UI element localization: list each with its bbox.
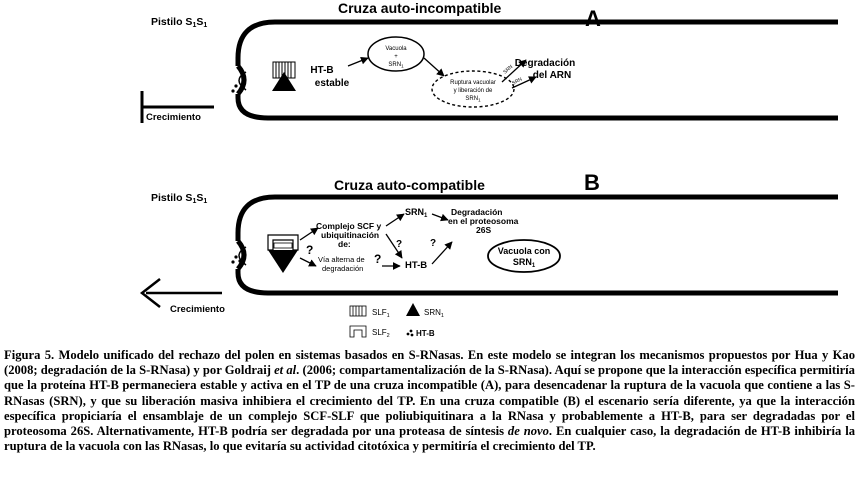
htb-stable-label: HT-B bbox=[310, 65, 333, 76]
arrow-to-alt bbox=[299, 257, 317, 267]
panel-a: Cruza auto-incompatible A Pistilo S1S1 C… bbox=[140, 0, 838, 123]
scf-complex-line-1: Complejo SCF y bbox=[316, 221, 381, 231]
caption-de-novo: de novo bbox=[507, 424, 549, 439]
scf-complex-line-3: de: bbox=[338, 239, 351, 249]
proteasome-line-3: 26S bbox=[476, 225, 491, 235]
legend-slf2-label: SLF2 bbox=[372, 328, 390, 339]
growth-arrow-b-head bbox=[139, 278, 161, 308]
vacuole-a bbox=[367, 36, 425, 72]
question-mark-alt: ? bbox=[306, 243, 313, 257]
question-mark-alt-htb: ? bbox=[374, 252, 381, 266]
question-mark-htb-proteasome: ? bbox=[430, 238, 436, 249]
vacuole-a-line-3: SRN1 bbox=[388, 62, 404, 69]
slf2-srn1-complex-b bbox=[267, 234, 299, 273]
arrow-vacuole-to-rupture bbox=[423, 57, 445, 77]
panel-a-growth-label: Crecimiento bbox=[146, 112, 201, 123]
panel-b: Cruza auto-compatible B Pistilo S1S1 Cre… bbox=[139, 170, 838, 315]
legend: SLF1 SRN1 SLF2 HT-B bbox=[349, 303, 444, 339]
alt-pathway-line-2: degradación bbox=[322, 264, 363, 273]
htb-stable-label-2: estable bbox=[315, 78, 350, 89]
caption-text-3: . En cualquier caso, la degradación de H… bbox=[4, 424, 855, 454]
vacuole-a-line-2: + bbox=[394, 54, 398, 60]
rupture-line-1: Ruptura vacuolar bbox=[450, 80, 496, 86]
arrow-srn-right bbox=[511, 76, 537, 89]
pollen-tube-a-tip bbox=[236, 64, 247, 96]
vacuole-a-line-1: Vacuola bbox=[385, 46, 407, 52]
scf-complex-line-2: ubiquitinación bbox=[321, 230, 379, 240]
slf1-srn1-complex-a bbox=[272, 61, 296, 91]
pollen-grain-a bbox=[238, 71, 247, 91]
srn-dot-b-2 bbox=[238, 259, 242, 263]
rna-degradation-line-1: Degradación bbox=[515, 58, 576, 69]
panel-b-letter: B bbox=[584, 170, 600, 195]
pollen-tube-a-lower bbox=[235, 94, 838, 121]
panel-a-pistil-label: Pistilo S1S1 bbox=[151, 16, 207, 29]
caption-label: Figura 5. bbox=[4, 348, 55, 362]
panel-a-title: Cruza auto-incompatible bbox=[338, 0, 502, 16]
figure-caption: Figura 5. Modelo unificado del rechazo d… bbox=[4, 348, 855, 454]
vacuole-b-line-2: SRN1 bbox=[513, 257, 536, 269]
panel-b-growth-label: Crecimiento bbox=[170, 304, 225, 315]
caption-text-2: . (2006; compartamentalización de la S-R… bbox=[4, 363, 855, 439]
srn-dot-a-1 bbox=[234, 84, 238, 88]
legend-htb-label: HT-B bbox=[416, 329, 435, 338]
arrow-htb-to-vacuole bbox=[347, 56, 369, 67]
rna-degradation-line-2: del ARN bbox=[533, 70, 572, 81]
arrow-scf-to-htb bbox=[385, 233, 403, 259]
legend-slf2-icon bbox=[349, 325, 367, 338]
vacuole-b bbox=[487, 239, 561, 273]
arrow-srn-label-1: SRN bbox=[502, 64, 514, 76]
legend-srn1-icon bbox=[406, 303, 420, 316]
srn-dot-b-3 bbox=[231, 260, 235, 264]
srn-dot-b-1 bbox=[234, 255, 238, 259]
panel-a-letter: A bbox=[585, 6, 601, 31]
srn-dot-a-2 bbox=[238, 88, 242, 92]
pollen-grain-b bbox=[238, 246, 247, 266]
legend-srn1-label: SRN1 bbox=[424, 308, 444, 319]
pollen-tube-a bbox=[235, 19, 838, 66]
panel-b-title: Cruza auto-compatible bbox=[334, 177, 485, 193]
rupture-line-2: y liberación de bbox=[454, 88, 493, 94]
question-mark-scf-htb: ? bbox=[396, 239, 402, 250]
alt-pathway-line-1: Vía alterna de bbox=[318, 255, 365, 264]
panel-b-pistil-label: Pistilo S1S1 bbox=[151, 192, 207, 205]
legend-htb-icon bbox=[406, 329, 414, 337]
legend-slf1-icon bbox=[349, 305, 367, 317]
pollen-tube-b bbox=[235, 194, 838, 241]
arrow-scf-to-srn bbox=[385, 213, 405, 227]
caption-text-1: Modelo unificado del rechazo del polen e… bbox=[4, 348, 855, 378]
pollen-tube-b-tip bbox=[236, 239, 247, 271]
vacuole-rupture-a bbox=[431, 70, 515, 108]
arrow-htb-to-proteasome bbox=[431, 241, 453, 265]
legend-slf1-label: SLF1 bbox=[372, 308, 390, 319]
arrow-srn-label-2: SRN bbox=[511, 76, 523, 86]
arrow-srn-to-proteasome bbox=[431, 213, 449, 222]
srn1-label-b: SRN1 bbox=[405, 207, 428, 219]
srn-dot-a-3 bbox=[231, 89, 235, 93]
arrow-srn-up bbox=[501, 59, 527, 83]
rupture-line-3: SRN1 bbox=[465, 96, 481, 103]
pollen-tube-b-lower bbox=[235, 269, 838, 296]
proteasome-line-2: en el proteosoma bbox=[448, 216, 519, 226]
htb-label-b: HT-B bbox=[405, 260, 427, 271]
caption-et-al: et al bbox=[274, 363, 297, 378]
proteasome-line-1: Degradación bbox=[451, 207, 503, 217]
vacuole-b-line-1: Vacuola con bbox=[498, 246, 551, 256]
arrow-to-scf bbox=[299, 227, 319, 241]
